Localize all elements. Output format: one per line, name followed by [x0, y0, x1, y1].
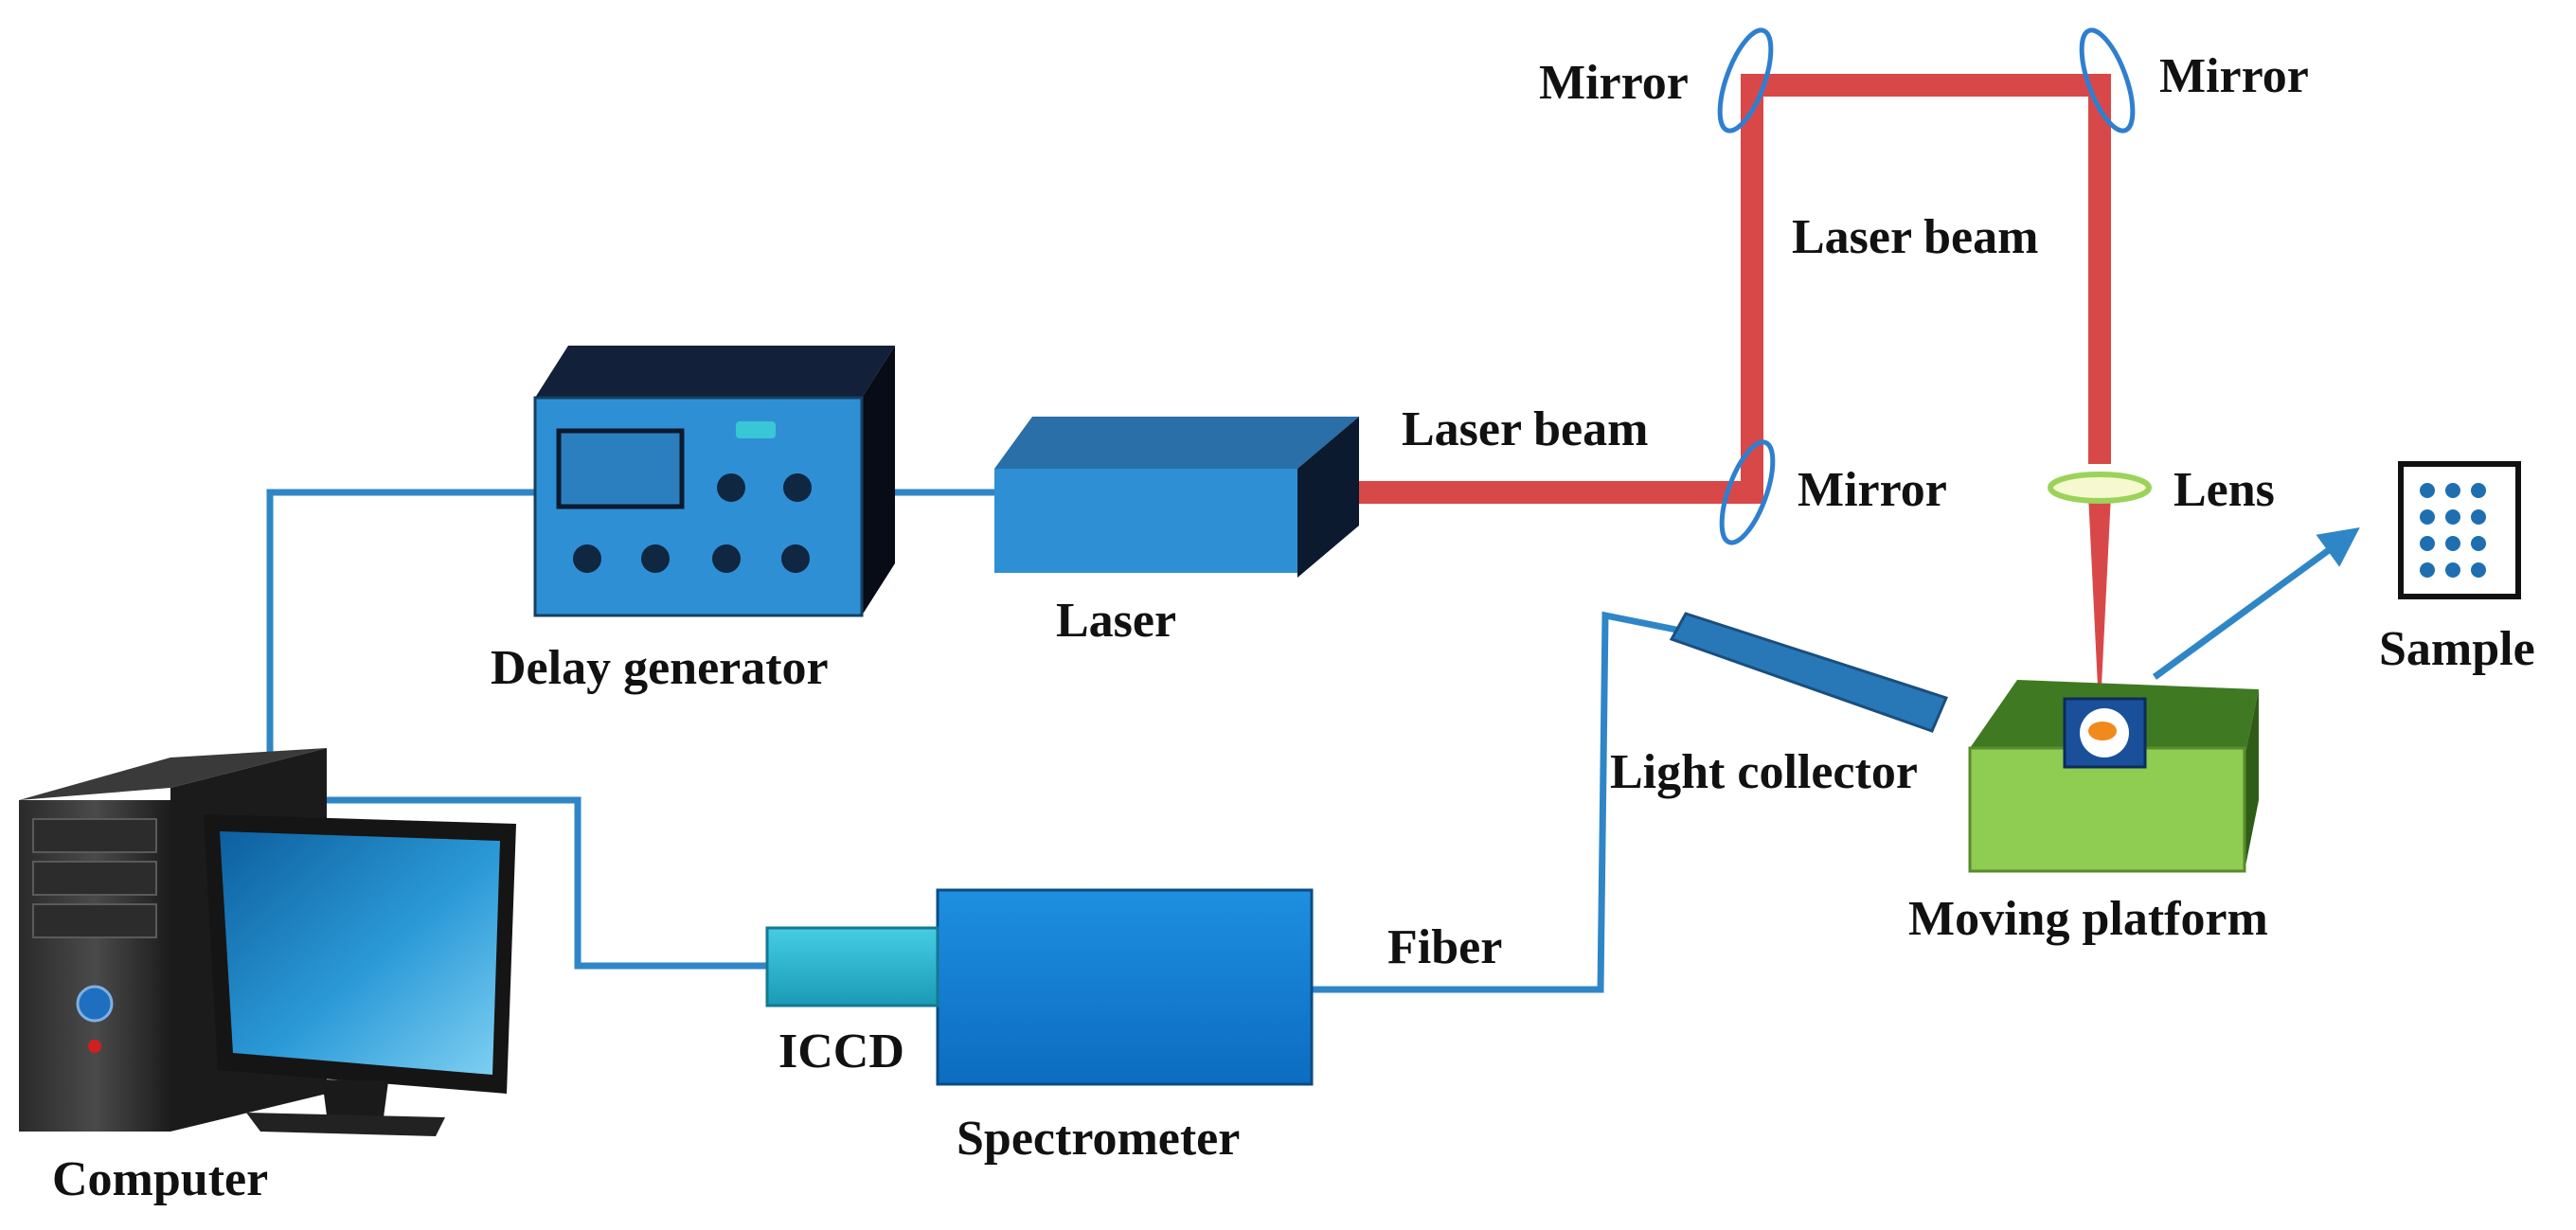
monitor-base: [246, 1113, 445, 1136]
sample-arrow: [2152, 527, 2360, 680]
mirror-top-left: [1717, 27, 1774, 134]
sample: [2398, 461, 2521, 599]
iccd: [765, 926, 939, 1007]
knob: [573, 544, 601, 573]
delay-generator: [533, 346, 895, 617]
computer-label: Computer: [52, 1152, 269, 1206]
computer-tower-front: [19, 800, 170, 1132]
platform-side: [2245, 689, 2259, 871]
fiber-label: Fiber: [1387, 920, 1503, 974]
knob: [717, 473, 745, 502]
platform-front: [1968, 746, 2246, 873]
cables: [266, 489, 2360, 993]
drive-bay: [32, 861, 157, 896]
sample-frame: [2398, 461, 2521, 599]
laser-top: [994, 417, 1359, 469]
lens: [2048, 472, 2152, 504]
delay-generator-indicator: [736, 421, 776, 438]
moving-platform: [1968, 680, 2259, 873]
laser-beam-horizontal-label: Laser beam: [1402, 402, 1649, 456]
power-button: [76, 985, 114, 1023]
cable-computer-to-delay-generator: [266, 489, 540, 758]
mirror-lower-label: Mirror: [1798, 463, 1947, 517]
mirror-lower: [1719, 439, 1776, 545]
computer-tower-top: [19, 748, 327, 800]
sample-dots: [2420, 483, 2486, 578]
laser: [994, 417, 1359, 578]
knob: [783, 473, 812, 502]
monitor-screen: [220, 831, 500, 1075]
moving-platform-label: Moving platform: [1908, 892, 2268, 946]
drive-bay: [32, 818, 157, 853]
mirror-top-right-label: Mirror: [2159, 49, 2309, 103]
iccd-label: ICCD: [778, 1025, 904, 1078]
mirror-top-left-label: Mirror: [1539, 56, 1689, 110]
spectrometer: [936, 888, 1314, 1086]
knob: [641, 544, 670, 573]
light-collector-label: Light collector: [1610, 745, 1918, 799]
laser-label: Laser: [1056, 594, 1177, 648]
laser-side: [1297, 417, 1359, 578]
laser-beam-vertical-label: Laser beam: [1792, 210, 2039, 264]
knob: [712, 544, 741, 573]
iccd-body: [765, 926, 939, 1007]
monitor-stand: [322, 1079, 388, 1117]
drive-bay: [32, 903, 157, 938]
spectrometer-body: [936, 888, 1314, 1086]
laser-beam-path: [1343, 74, 2111, 504]
knob: [781, 544, 810, 573]
spectrometer-label: Spectrometer: [957, 1112, 1241, 1166]
delay-generator-display: [556, 428, 685, 509]
sample-label: Sample: [2379, 622, 2535, 676]
cable-computer-to-iccd: [327, 796, 767, 970]
mirror-top-right: [2079, 27, 2136, 134]
delay-generator-top: [535, 346, 895, 398]
power-led: [88, 1040, 101, 1053]
laser-beam: [1343, 74, 2111, 504]
sample-spot: [2088, 722, 2117, 740]
computer: [19, 748, 516, 1136]
focused-beam: [2088, 494, 2111, 686]
fiber-cable: [1312, 611, 1677, 993]
delay-generator-knobs: [573, 473, 812, 573]
delay-generator-label: Delay generator: [491, 641, 829, 695]
lens-label: Lens: [2174, 463, 2275, 517]
laser-front: [994, 469, 1297, 573]
delay-generator-side: [862, 346, 895, 615]
light-collector: [1669, 612, 1949, 733]
